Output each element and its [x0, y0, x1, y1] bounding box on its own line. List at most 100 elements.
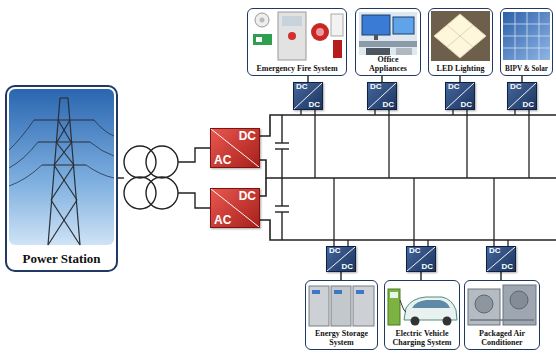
power-station-picture: [57, 120, 70, 142]
power-station-picture: [51, 165, 74, 200]
converter-leg: [466, 110, 467, 178]
office-picture: [359, 41, 417, 47]
connector: [500, 272, 501, 280]
fire-system-picture: [331, 14, 343, 36]
converter-leg: [493, 178, 494, 246]
converter-diagonal: [294, 83, 322, 109]
air-conditioner-picture: [503, 285, 536, 325]
power-station-picture: [94, 120, 114, 136]
dc-dc-converter: DCDC: [406, 246, 436, 272]
bipv-picture: [500, 8, 553, 76]
converter-diagonal: [446, 83, 474, 109]
load-label: Electric Vehicle Charging System: [387, 329, 457, 347]
load-label: LED Lighting: [435, 64, 487, 73]
ev-charging-picture: [388, 289, 400, 325]
dc-dc-converter: DCDC: [445, 82, 475, 110]
fire-system-picture: [278, 12, 306, 60]
converter-label: DC: [510, 83, 522, 91]
office-picture: [393, 17, 414, 34]
load-box: Office Appliances: [355, 8, 421, 76]
power-station-picture: [38, 141, 90, 142]
bipv-picture: [515, 12, 516, 60]
bipv-picture: [539, 12, 540, 60]
air-conditioner-picture: [464, 280, 540, 350]
office-picture: [374, 35, 378, 40]
power-station-picture: [5, 85, 118, 272]
converter-label: DC: [329, 247, 341, 255]
led-picture: [447, 25, 473, 47]
dc-bus: [260, 115, 556, 240]
fire-system-picture: [316, 28, 324, 36]
fire-system-picture: [255, 13, 269, 27]
office-picture: [355, 8, 421, 76]
capacitor-symbol: [281, 115, 282, 143]
air-conditioner-picture: [510, 291, 528, 309]
ev-charging-picture: [400, 300, 406, 312]
office-picture: [359, 12, 417, 60]
converter-label: DC: [239, 190, 256, 202]
dc-dc-converter: DCDC: [507, 82, 537, 110]
fire-system-picture: [288, 32, 296, 40]
office-picture: [355, 8, 421, 76]
ac-dc-converter: DC AC: [210, 188, 260, 228]
power-station-picture: [90, 142, 114, 156]
dc-bus: [260, 178, 266, 196]
converter-leg: [388, 110, 389, 178]
converter-label: AC: [214, 154, 231, 166]
dc-bus: [260, 115, 556, 136]
converter-label: DC: [448, 83, 460, 91]
air-conditioner-picture: [464, 280, 540, 350]
power-station-picture: [9, 120, 34, 150]
bipv-picture: [503, 12, 550, 60]
led-picture: [428, 8, 493, 76]
transformer-symbol: [146, 177, 178, 209]
bipv-picture: [500, 8, 553, 76]
fire-system-picture: [333, 40, 342, 58]
bipv-picture: [527, 12, 528, 60]
fire-system-picture: [247, 8, 347, 76]
transformer-symbol: [178, 148, 210, 162]
converter-leg: [374, 110, 375, 115]
power-station-picture: [5, 85, 118, 272]
energy-storage-picture: [334, 290, 342, 294]
converter-diagonal: [407, 247, 435, 271]
load-box: Electric Vehicle Charging System: [384, 280, 460, 350]
converter-label: AC: [214, 214, 231, 226]
converter-diagonal: [327, 247, 355, 271]
connector: [420, 272, 421, 280]
power-station-picture: [54, 165, 77, 200]
converter-leg: [300, 110, 301, 115]
capacitor-symbol: [275, 142, 289, 143]
fire-system-picture: [260, 18, 265, 23]
capacitor-symbol: [281, 149, 282, 178]
ev-charging-picture: [404, 297, 457, 320]
transformer-symbol: [118, 146, 210, 209]
converter-label: DC: [501, 263, 513, 271]
load-box: LED Lighting: [428, 8, 493, 76]
converter-leg: [528, 110, 529, 178]
transformer-symbol: [146, 146, 178, 178]
air-conditioner-picture: [470, 319, 534, 321]
fire-system-picture: [311, 23, 329, 41]
ev-charging-picture: [384, 280, 460, 350]
bipv-picture: [503, 48, 550, 49]
converter-label: DC: [341, 263, 353, 271]
converter-label: DC: [239, 130, 256, 142]
load-box: Packaged Air Conditioner: [464, 280, 540, 350]
capacitor-symbol: [275, 115, 289, 240]
power-station-picture: [9, 89, 114, 245]
energy-storage-picture: [309, 286, 329, 326]
connector: [340, 272, 341, 280]
energy-storage-picture: [331, 286, 351, 326]
load-box: BIPV & Solar: [500, 8, 553, 76]
load-label: Packaged Air Conditioner: [467, 329, 537, 347]
converter-label: DC: [421, 263, 433, 271]
capacitor-symbol: [275, 205, 289, 206]
energy-storage-picture: [312, 290, 320, 294]
power-station-picture: [54, 142, 72, 165]
dc-dc-converter: DCDC: [326, 246, 356, 272]
converter-leg: [514, 110, 515, 115]
